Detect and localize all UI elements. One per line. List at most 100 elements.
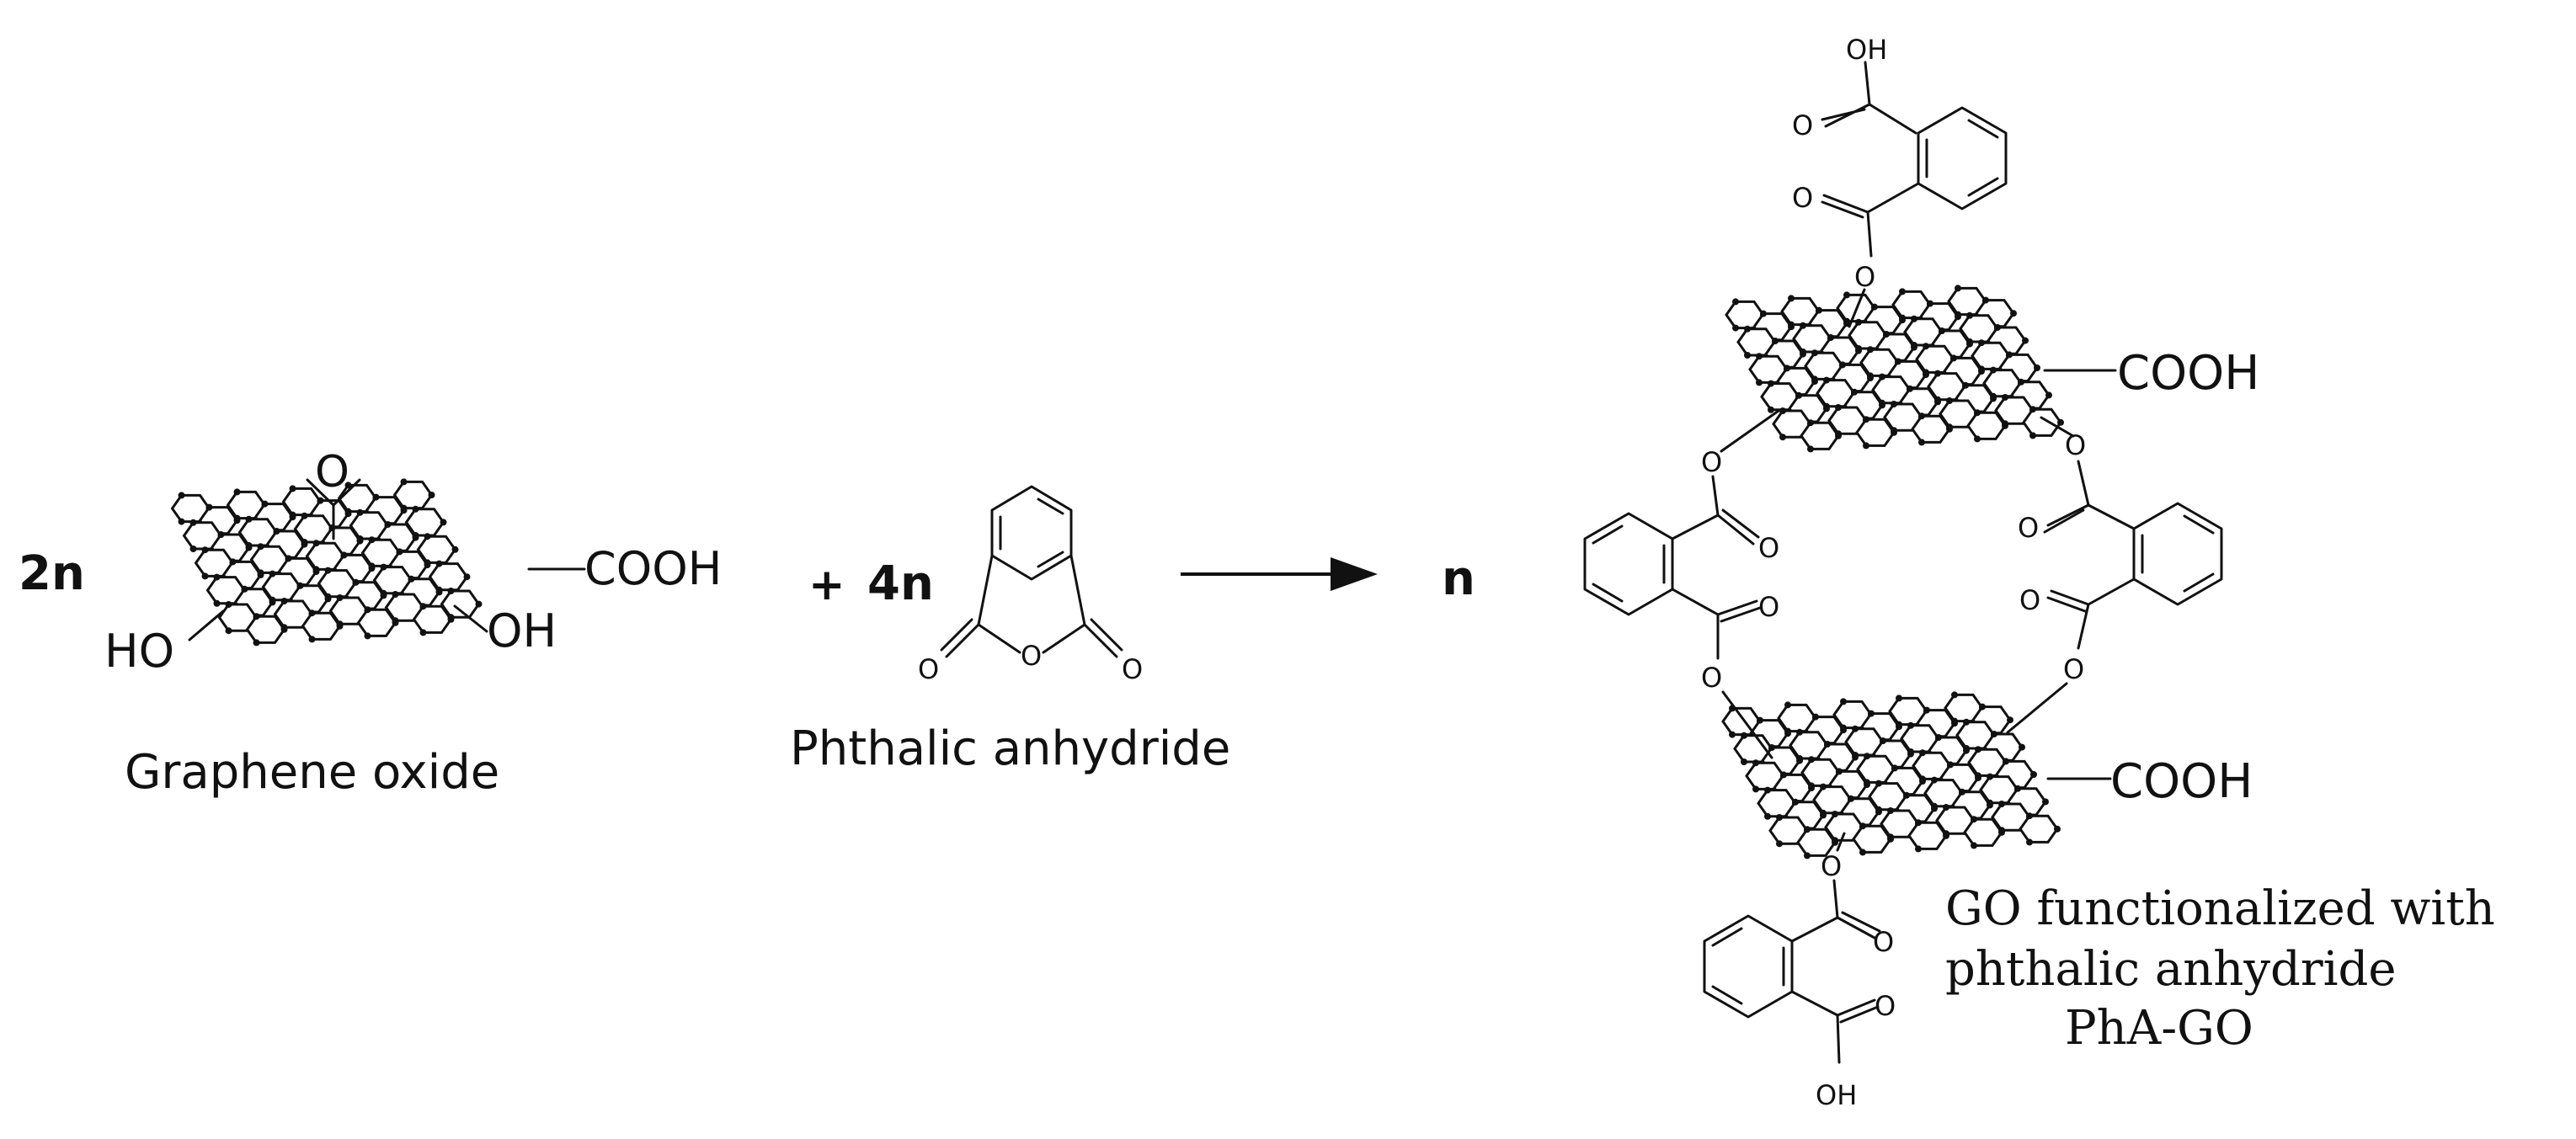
graphene-atom [1911,315,1917,322]
graphene-atom [178,492,185,499]
graphene-atom [312,566,320,573]
graphene-atom [2057,418,2064,426]
graphene-atom [1979,703,1986,711]
graphene-atom [428,492,435,498]
graphene-atom [2029,406,2036,413]
graphene-atom [368,536,376,544]
graphene-atom [1768,406,1774,413]
graphene-atom [1891,764,1898,772]
product-bottom-sheet [1721,691,2061,860]
graphene-atom [344,508,352,515]
top-sheet-cooh-label: COOH [2117,346,2259,401]
graphene-atom [1911,342,1917,349]
graphene-atom [285,555,292,562]
graphene-atom [1741,732,1747,739]
left-bridge-carbonyl-oxygen-1: O [1758,532,1779,564]
graphene-atom [1875,806,1882,813]
graphene-atom [1807,445,1814,453]
graphene-atom [1987,799,1993,806]
graphene-atom [1939,327,1945,334]
graphene-atom [289,511,296,519]
graphene-atom [1963,745,1970,752]
graphene-atom [1855,345,1862,352]
graphene-atom [1863,442,1869,450]
graphene-atom [189,519,197,526]
graphene-atom [324,593,332,600]
graphene-atom [1840,724,1847,732]
graphene-atom [1962,381,1969,389]
right-bridge-carbonyl-oxygen-1: O [2018,512,2039,544]
graphene-atom [412,532,419,539]
graphene-atom [1839,361,1846,369]
graphene-atom [1994,324,2001,331]
graphene-atom [225,601,232,608]
graphene-atom [1963,718,1970,726]
graphene-atom [2029,432,2036,439]
graphene-atom [475,600,483,608]
graphene-atom [1899,288,1906,295]
graphene-atom [1883,331,1890,338]
graphene-atom [308,636,316,643]
left-bridge-ester-oxygen-top: O [1701,446,1722,478]
graphene-atom [1947,761,1954,769]
graphene-atom [1879,399,1885,407]
graphene-atom [1915,819,1922,827]
graphene-atom [1776,840,1783,848]
graphene-atom [440,519,447,526]
graphene-atom [201,546,209,554]
graphene-atom [1931,802,1938,810]
graphene-atom [253,613,260,620]
graphene-atom [364,606,371,614]
graphene-atom [1915,845,1922,853]
graphene-atom [261,500,269,508]
graphene-atom [1880,737,1886,744]
graphene-atom [205,503,213,511]
graphene-atom [1792,798,1799,806]
graphene-atom [392,617,399,625]
graphene-atom [217,531,225,538]
graphene-atom [1756,379,1763,386]
graphene-atom [1756,353,1763,360]
graphene-atom [336,594,344,601]
anhydride-ring-oxygen: O [1021,640,1042,672]
graphene-atom [1955,285,1961,292]
right-bridging-phthalate: O O O O [2006,416,2223,734]
graphene-atom [1974,435,1981,443]
graphene-atom [2019,743,2025,751]
graphene-atom [396,548,403,556]
graphene-atom [213,573,221,581]
graphene-atom [1943,804,1949,811]
graphene-ring [440,589,481,619]
epoxide-oxygen-label: O [315,447,349,498]
graphene-atom [1927,300,1933,307]
graphene-atom [1859,849,1866,856]
go-ho-label: HO [104,625,174,678]
graphene-atom [1827,334,1834,341]
graphene-atom [1991,731,1997,737]
graphene-atom [2022,337,2029,344]
graphene-atom [1931,776,1938,784]
graphene-atom [392,591,399,598]
graphene-atom [1823,376,1830,384]
bottom-phthalate-carbonyl-oxygen-1: O [1873,926,1894,958]
graphene-atom [1903,791,1910,799]
graphene-atom [408,575,415,583]
graphene-atom [1868,710,1875,717]
graphene-atom [1729,731,1736,738]
graphene-atom [301,512,308,519]
graphene-atom [2003,758,2009,765]
graphene-ring [428,562,469,592]
plus-sign: + [808,560,845,610]
product-label-line2: phthalic anhydride [1945,942,2397,997]
graphene-atom [1779,434,1786,441]
graphene-atom [1779,407,1786,414]
graphene-atom [1732,298,1739,306]
anhydride-carbonyl-oxygen-left: O [918,653,939,685]
graphene-atom [1843,317,1850,325]
graphene-atom [2002,394,2008,401]
right-bridge-ester-oxygen-top: O [2065,429,2086,461]
graphene-atom [1804,852,1811,860]
graphene-atom [273,528,280,535]
graphene-atom [356,508,364,516]
graphene-atom [1971,842,1977,849]
